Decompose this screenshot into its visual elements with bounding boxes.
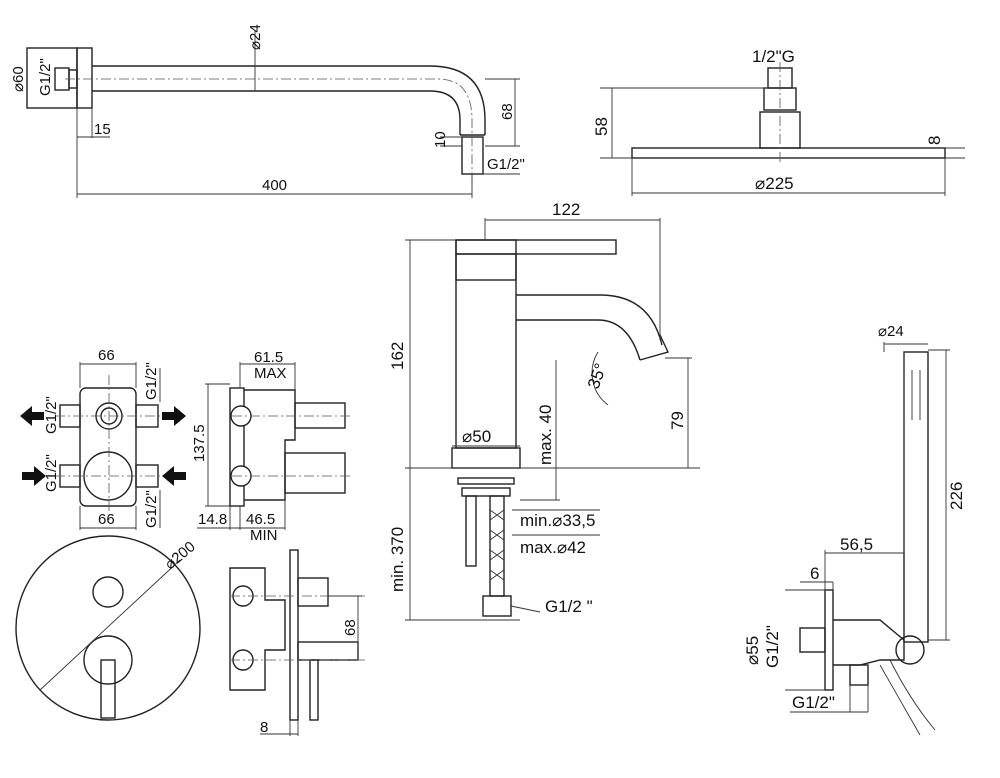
hand-shower-outlet-diameter: ⌀55 bbox=[743, 636, 762, 665]
arm-nut-height: 10 bbox=[432, 131, 449, 148]
arm-flange-diameter: ⌀60 bbox=[10, 66, 27, 92]
hand-shower-plate-thickness: 6 bbox=[810, 564, 819, 583]
mixer-spout-angle: 35° bbox=[584, 361, 611, 392]
head-diameter: ⌀225 bbox=[755, 174, 794, 193]
valve-depth-min: 46.5 bbox=[246, 511, 275, 528]
mixer-thread: G1/2 " bbox=[545, 597, 593, 616]
plate-diameter: ⌀200 bbox=[162, 538, 199, 573]
mixer-reach: 122 bbox=[552, 200, 580, 219]
hand-shower-outlet-thread: G1/2" bbox=[763, 625, 782, 668]
arm-wall-thread: G1/2" bbox=[37, 58, 54, 96]
mixer-spout-clearance: 79 bbox=[668, 411, 687, 430]
mixer-max-hole: max.⌀42 bbox=[520, 538, 586, 557]
basin-mixer-drawing bbox=[405, 218, 700, 621]
mixer-base-diameter: ⌀50 bbox=[462, 427, 491, 446]
valve-max-label: MAX bbox=[254, 365, 287, 382]
inlet-arrow-right-icon bbox=[162, 466, 186, 486]
hand-shower-hose-thread: G1/2" bbox=[792, 693, 835, 712]
hand-shower-drawing bbox=[785, 342, 950, 736]
outlet-arrow-right-icon bbox=[162, 406, 186, 426]
valve-depth-max: 61.5 bbox=[254, 349, 283, 366]
arm-tube-diameter: ⌀24 bbox=[247, 24, 264, 50]
valve-height: 137.5 bbox=[191, 424, 208, 462]
outlet-arrow-left-icon bbox=[20, 406, 44, 426]
valve-width-top: 66 bbox=[98, 347, 115, 364]
valve-thread-right-bottom: G1/2" bbox=[143, 490, 160, 528]
plate-thickness: 8 bbox=[260, 719, 268, 736]
concealed-valve-drawing bbox=[20, 362, 350, 530]
valve-thread-right-top: G1/2" bbox=[143, 362, 160, 400]
shower-head-drawing bbox=[600, 62, 965, 196]
head-thickness: 8 bbox=[925, 136, 944, 145]
shower-arm-drawing bbox=[26, 30, 520, 198]
hand-shower-length: 226 bbox=[947, 482, 966, 510]
head-thread: 1/2"G bbox=[752, 47, 795, 66]
arm-flange-depth: 15 bbox=[94, 121, 111, 138]
arm-length: 400 bbox=[262, 177, 287, 194]
valve-thread-left-top: G1/2" bbox=[43, 396, 60, 434]
valve-wall-offset: 14.8 bbox=[198, 511, 227, 528]
inlet-arrow-left-icon bbox=[22, 466, 46, 486]
arm-drop: 68 bbox=[499, 103, 516, 120]
plate-spacing: 68 bbox=[342, 619, 359, 636]
trim-plate-drawing bbox=[15, 535, 365, 736]
hand-shower-handle-diameter: ⌀24 bbox=[878, 323, 904, 340]
arm-outlet-thread: G1/2" bbox=[487, 156, 525, 173]
head-height: 58 bbox=[592, 117, 611, 136]
mixer-max-deck: max. 40 bbox=[536, 405, 555, 465]
valve-width-bottom: 66 bbox=[98, 511, 115, 528]
mixer-min-hole: min.⌀33,5 bbox=[520, 511, 595, 530]
hand-shower-projection: 56,5 bbox=[840, 535, 873, 554]
valve-min-label: MIN bbox=[250, 527, 278, 544]
valve-thread-left-bottom: G1/2" bbox=[43, 454, 60, 492]
mixer-min-hose: min. 370 bbox=[388, 527, 407, 592]
mixer-height: 162 bbox=[388, 342, 407, 370]
